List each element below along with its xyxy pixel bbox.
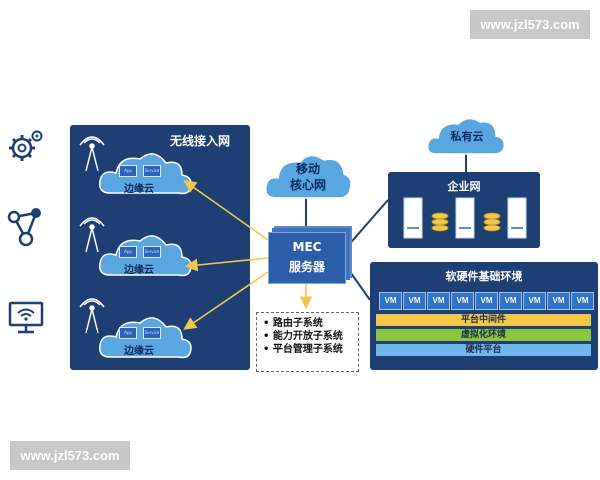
private-cloud-label: 私有云 xyxy=(450,130,484,143)
server-icon xyxy=(507,197,527,239)
server-icon xyxy=(403,197,423,239)
edge-cloud-label: 边缘云 xyxy=(124,346,154,357)
wireless-access-title: 无线接入网 xyxy=(170,134,231,148)
core-network-label-2: 核心网 xyxy=(289,178,326,192)
hardware-layer: 硬件平台 xyxy=(376,344,591,356)
antenna-tower-icon xyxy=(79,136,105,172)
vm-block: VM xyxy=(403,292,426,310)
virtualization-layer: 虚拟化环境 xyxy=(376,329,591,341)
mec-label: MEC xyxy=(292,240,322,254)
vm-block: VM xyxy=(571,292,594,310)
vm-block: VM xyxy=(427,292,450,310)
infrastructure-title: 软硬件基础环境 xyxy=(445,270,523,283)
watermark-bottom: www.jzl573.com xyxy=(10,441,130,470)
vm-block: VM xyxy=(547,292,570,310)
subsystem-item: • 路由子系统 xyxy=(263,318,323,329)
gear-icon xyxy=(9,130,43,161)
database-icon xyxy=(483,212,501,232)
vm-block: VM xyxy=(523,292,546,310)
antenna-tower-icon xyxy=(79,217,105,253)
service-chip: Service xyxy=(143,246,161,258)
antenna-tower-icon xyxy=(79,298,105,334)
mec-server-box: MEC 服务器 xyxy=(268,232,346,284)
enterprise-servers xyxy=(403,197,527,239)
core-network-cloud xyxy=(264,154,352,199)
subsystem-item: • 能力开放子系统 xyxy=(263,331,343,342)
core-network-label-1: 移动 xyxy=(295,162,320,176)
vm-block: VM xyxy=(451,292,474,310)
service-chip: Service xyxy=(143,327,161,339)
subsystem-list: • 路由子系统 • 能力开放子系统 • 平台管理子系统 xyxy=(256,312,359,372)
vm-block: VM xyxy=(499,292,522,310)
edge-cloud-label: 边缘云 xyxy=(124,184,154,195)
private-cloud xyxy=(426,117,506,155)
edge-cloud-label: 边缘云 xyxy=(124,265,154,276)
app-chip: App xyxy=(119,246,137,258)
service-chip: Service xyxy=(143,165,161,177)
vm-block: VM xyxy=(379,292,402,310)
wifi-monitor-icon xyxy=(8,301,44,334)
mec-server-label: 服务器 xyxy=(288,260,325,274)
vm-block: VM xyxy=(475,292,498,310)
app-chip: App xyxy=(119,327,137,339)
app-chip: App xyxy=(119,165,137,177)
share-nodes-icon xyxy=(7,208,41,247)
middleware-layer: 平台中间件 xyxy=(376,314,591,326)
watermark-top: www.jzl573.com xyxy=(470,10,590,39)
server-icon xyxy=(455,197,475,239)
enterprise-network-title: 企业网 xyxy=(447,180,481,193)
database-icon xyxy=(431,212,449,232)
subsystem-item: • 平台管理子系统 xyxy=(263,344,343,355)
